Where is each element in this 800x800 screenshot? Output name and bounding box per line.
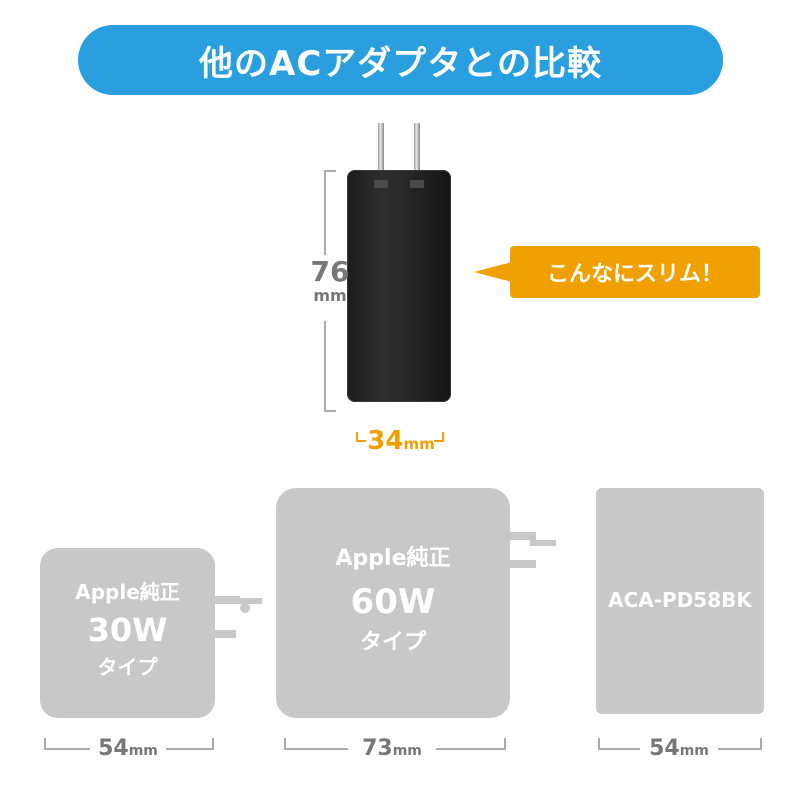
dim-gap-pd58bk: [640, 740, 718, 754]
width-bracket-right: [434, 432, 444, 442]
dim-value: 73: [362, 736, 393, 761]
callout-text: こんなにスリム！: [546, 262, 723, 287]
ac-adapter-image: [347, 170, 451, 402]
dim-60w: 73mm: [342, 736, 442, 761]
dim-gap-30w: [90, 740, 166, 754]
label-type: タイプ: [97, 655, 158, 679]
apple-30w-adapter: Apple純正 30W タイプ: [40, 548, 215, 718]
width-bracket-left: [356, 432, 366, 442]
width-dimension: 34mm: [360, 426, 442, 456]
plug-prong-30w-top: [212, 596, 240, 604]
height-unit: mm: [313, 286, 347, 305]
width-value: 34: [367, 426, 404, 456]
plug-hole-30w: [240, 603, 250, 613]
height-dimension: 76 mm: [306, 258, 354, 304]
bracket-gap: [318, 255, 342, 321]
dim-value: 54: [649, 736, 680, 761]
prong-base-right: [410, 180, 424, 188]
plug-prong-60w-top: [506, 532, 536, 540]
width-unit: mm: [403, 435, 435, 453]
label-type: タイプ: [359, 630, 426, 655]
plug-prong-60w-bottom: [506, 560, 536, 568]
dim-gap-60w: [348, 740, 436, 754]
label-brand: Apple純正: [75, 580, 180, 604]
label-brand: Apple純正: [335, 546, 451, 571]
plug-prong-30w-bottom: [212, 630, 236, 638]
prong-base-left: [374, 180, 388, 188]
plug-tip-60w: [530, 540, 556, 546]
dim-pd58bk: 54mm: [632, 736, 726, 761]
slim-callout: こんなにスリム！: [510, 246, 760, 298]
title-text: 他のACアダプタとの比較: [199, 43, 602, 84]
dim-unit: mm: [128, 743, 158, 759]
dim-30w: 54mm: [80, 736, 176, 761]
label-wattage: 60W: [350, 582, 436, 622]
label-wattage: 30W: [87, 611, 168, 649]
plug-tip-30w: [236, 598, 262, 604]
aca-pd58bk-adapter: ACA-PD58BK: [596, 488, 764, 714]
page-title: 他のACアダプタとの比較: [78, 25, 723, 95]
dim-value: 54: [98, 736, 129, 761]
callout-pointer: [474, 262, 512, 282]
dim-unit: mm: [679, 743, 709, 759]
plug-prong-left: [378, 123, 384, 193]
dim-unit: mm: [392, 743, 422, 759]
apple-60w-adapter: Apple純正 60W タイプ: [276, 488, 510, 718]
label-model: ACA-PD58BK: [608, 588, 752, 612]
height-value: 76: [310, 255, 350, 288]
plug-prong-right: [414, 123, 420, 193]
